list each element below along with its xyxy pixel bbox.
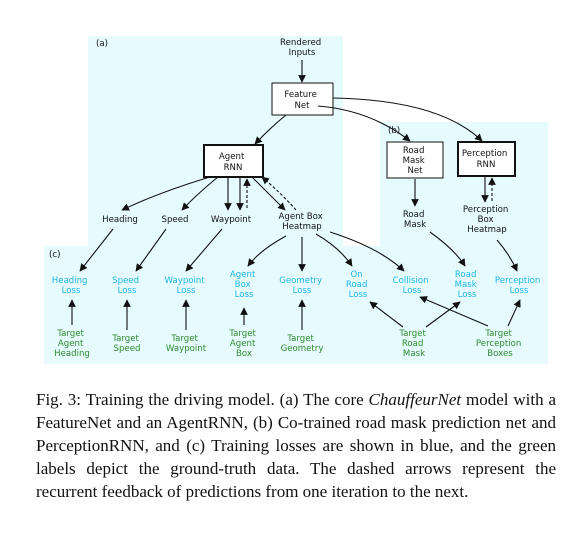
road-mask-label: Road Mask (403, 210, 427, 230)
chauffeurnet-diagram: (a) (b) (c) (44, 36, 548, 364)
target-speed-label: Target Speed (111, 334, 141, 354)
perception-box-heatmap-label: Perception Box Heatmap (463, 205, 511, 235)
target-waypoint-label: Target Waypoint (166, 334, 207, 354)
rendered-inputs-label: Rendered Inputs (280, 38, 324, 58)
road-mask-loss-label: Road Mask Loss (455, 270, 480, 300)
edges (68, 60, 521, 330)
feature-net-label: Feature Net (284, 90, 319, 111)
caption-text-2: model with a FeatureNet and an AgentRNN,… (36, 390, 556, 501)
on-road-loss-label: On Road Loss (346, 270, 370, 300)
panel-c-tag: (c) (49, 250, 60, 260)
target-agent-box-label: Target Agent Box (228, 329, 258, 359)
panel-a-tag: (a) (96, 39, 108, 49)
agent-rnn-label: Agent RNN (219, 152, 247, 173)
geometry-loss-label: Geometry Loss (279, 276, 325, 296)
road-mask-net-box (386, 141, 444, 179)
speed-label: Speed (162, 215, 189, 225)
caption-model-name: ChauffeurNet (368, 390, 462, 409)
caption-text-1: Training the driving model. (a) The core (81, 390, 369, 409)
heading-label: Heading (102, 215, 138, 225)
agent-rnn-box (203, 144, 264, 178)
panel-a-bg (88, 36, 343, 246)
agent-box-loss-label: Agent Box Loss (230, 270, 258, 300)
waypoint-label: Waypoint (211, 215, 252, 225)
speed-loss-label: Speed Loss (112, 276, 142, 296)
target-road-mask-label: Target Road Mask (398, 329, 428, 359)
perception-rnn-label: Perception RNN (462, 149, 510, 170)
figure-caption: Fig. 3: Training the driving model. (a) … (36, 388, 556, 503)
perception-rnn-box (457, 141, 516, 177)
panel-b-tag: (b) (388, 126, 400, 136)
caption-label: Fig. 3: (36, 390, 82, 409)
road-mask-net-label: Road Mask Net (403, 146, 428, 176)
target-agent-heading-label: Target Agent Heading (54, 329, 90, 359)
agent-box-heatmap-label: Agent Box Heatmap (279, 212, 326, 232)
collision-loss-label: Collision Loss (393, 276, 432, 296)
perception-loss-label: Perception Loss (495, 276, 543, 296)
feature-net-box (271, 82, 334, 116)
waypoint-loss-label: Waypoint Loss (165, 276, 208, 296)
heading-loss-label: Heading Loss (52, 276, 91, 296)
target-perception-boxes-label: Target Perception Boxes (476, 329, 524, 359)
target-geometry-label: Target Geometry (281, 334, 324, 354)
